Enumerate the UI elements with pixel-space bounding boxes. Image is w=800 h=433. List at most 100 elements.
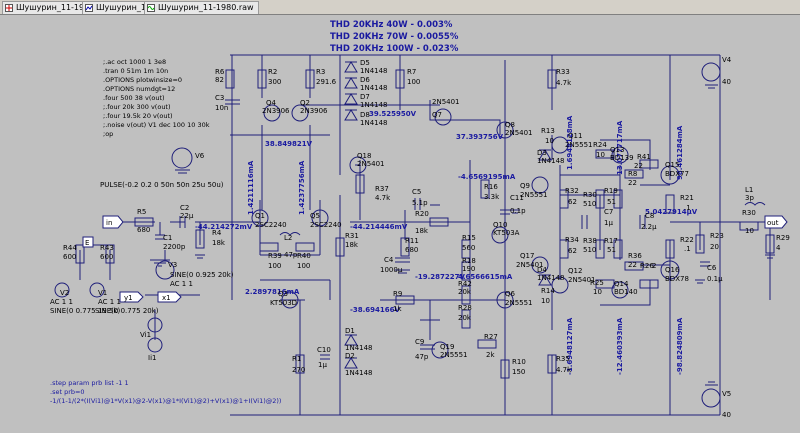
op-c2-node: -44.214272mV <box>195 223 253 231</box>
label-v6: V6 <box>195 152 205 160</box>
value-l2: 47p <box>284 251 298 259</box>
value-q9: 2N5551 <box>520 191 548 199</box>
op-q18-current: 1.4237756mA <box>298 160 306 215</box>
value-c5: 5.1p <box>412 199 428 207</box>
thd-line-100w: THD 20KHz 100W - 0.023% <box>330 44 459 54</box>
op-out-node: 5.0427914µV <box>645 208 698 216</box>
value-r7: 100 <box>407 78 420 86</box>
svg-text:y1: y1 <box>124 294 133 302</box>
label-l1: L1 <box>745 186 753 194</box>
label-q14: Q14 <box>614 280 629 288</box>
value-q11: 2N5551 <box>565 141 593 149</box>
label-r34: R34 <box>565 236 579 244</box>
value-q16: BDX78 <box>665 275 689 283</box>
svg-text:in: in <box>106 219 112 227</box>
label-l2: L2 <box>284 234 292 242</box>
op-input-node: -44.214446mV <box>350 223 408 231</box>
label-r37: R37 <box>375 185 389 193</box>
label-c3: C3 <box>215 94 224 102</box>
value-q17: 2N5401 <box>516 261 544 269</box>
label-r23: R23 <box>710 232 724 240</box>
schematic-drawing: THD 20KHz 40W - 0.003% THD 20KHz 70W - 0… <box>50 20 790 419</box>
label-r33: R33 <box>556 68 570 76</box>
label-q7: Q7 <box>432 111 442 119</box>
tab-label: Шушурин_11-1980.fft <box>96 3 186 12</box>
fft-icon <box>85 4 93 12</box>
label-r9: R9 <box>393 290 402 298</box>
label-q9: Q9 <box>520 182 530 190</box>
label-q13: Q13 <box>610 146 624 154</box>
label-r16: R16 <box>484 183 498 191</box>
tab-raw[interactable]: Шушурин_11-1980.raw <box>144 1 259 14</box>
value-r33: 4.7k <box>556 79 572 87</box>
waveform-icon <box>147 4 155 12</box>
value-r41: 22 <box>634 162 643 170</box>
label-r26: R26 <box>640 262 654 270</box>
value-r9: 1k <box>393 305 402 313</box>
label-r40: R40 <box>297 252 311 260</box>
value-r14: 10 <box>541 297 550 305</box>
value-q8: 2N5401 <box>505 129 533 137</box>
label-r41: R41 <box>637 153 651 161</box>
value-r32: 62 <box>568 198 577 206</box>
label-r5: R5 <box>137 208 146 216</box>
label-c10: C10 <box>317 346 331 354</box>
label-v2: V2 <box>60 289 69 297</box>
value-r4: 18k <box>212 239 226 247</box>
value-c4: 1000µ <box>380 266 403 274</box>
label-d1: D1 <box>345 327 355 335</box>
op-r42-current: 1.4211116mA <box>247 160 255 215</box>
value-r24: 10 <box>596 151 605 159</box>
schematic-canvas[interactable]: THD 20KHz 40W - 0.003% THD 20KHz 70W - 0… <box>0 15 800 429</box>
label-q15: Q15 <box>665 161 679 169</box>
label-r13: R13 <box>541 127 555 135</box>
label-r29: R29 <box>776 234 790 242</box>
svg-text:E: E <box>85 239 89 247</box>
label-q10: Q10 <box>493 221 507 229</box>
op-q3-current: 2.2897816mA <box>245 288 300 296</box>
label-r1: R1 <box>292 355 301 363</box>
value-d8: 1N4148 <box>360 119 388 127</box>
value-d2: 1N4148 <box>345 369 373 377</box>
label-d7: D7 <box>360 93 370 101</box>
sine-v3: SINE(0 0.925 20k) <box>170 271 234 279</box>
value-r6: 82 <box>215 76 224 84</box>
label-v4: V4 <box>722 56 732 64</box>
value-q3: KT503D <box>270 299 297 307</box>
op-node-left-top: 38.849821V <box>265 140 313 148</box>
value-q2: 2N3906 <box>300 107 328 115</box>
label-vi1: Vi1 <box>140 331 151 339</box>
value-r31: 18k <box>345 241 359 249</box>
label-r30: R30 <box>583 191 597 199</box>
value-r30b: 10 <box>745 227 754 235</box>
value-r13: 10 <box>545 137 554 145</box>
value-q10: KT503A <box>493 229 520 237</box>
directive-ac: ;.ac oct 1000 1 3e8 <box>103 58 166 66</box>
value-r2: 300 <box>268 78 281 86</box>
label-d6: D6 <box>360 76 370 84</box>
thd-line-40w: THD 20KHz 40W - 0.003% <box>330 20 453 30</box>
label-r44: R44 <box>63 244 77 252</box>
label-r24: R24 <box>593 141 607 149</box>
value-r35: 4.7k <box>556 366 572 374</box>
schematic-icon <box>5 4 13 12</box>
directive-set: .set prb=0 <box>50 388 85 396</box>
value-r34: 62 <box>568 247 577 255</box>
label-r27: R27 <box>484 333 498 341</box>
label-r14: R14 <box>541 287 555 295</box>
label-q18: Q18 <box>357 152 371 160</box>
label-r8: R8 <box>628 170 637 178</box>
label-r35: R35 <box>556 355 570 363</box>
value-r11: 680 <box>405 246 418 254</box>
label-q1: Q1 <box>255 212 265 220</box>
label-r4: R4 <box>212 229 222 237</box>
value-d5: 1N4148 <box>360 67 388 75</box>
value-c7: 1µ <box>604 219 613 227</box>
value-v4: 40 <box>722 78 731 86</box>
port-x1: x1 <box>157 291 182 303</box>
svg-text:x1: x1 <box>162 294 171 302</box>
label-v5: V5 <box>722 390 731 398</box>
value-r3: 291.6 <box>316 78 337 86</box>
value-r43: 600 <box>100 253 113 261</box>
label-r43: R43 <box>100 244 114 252</box>
